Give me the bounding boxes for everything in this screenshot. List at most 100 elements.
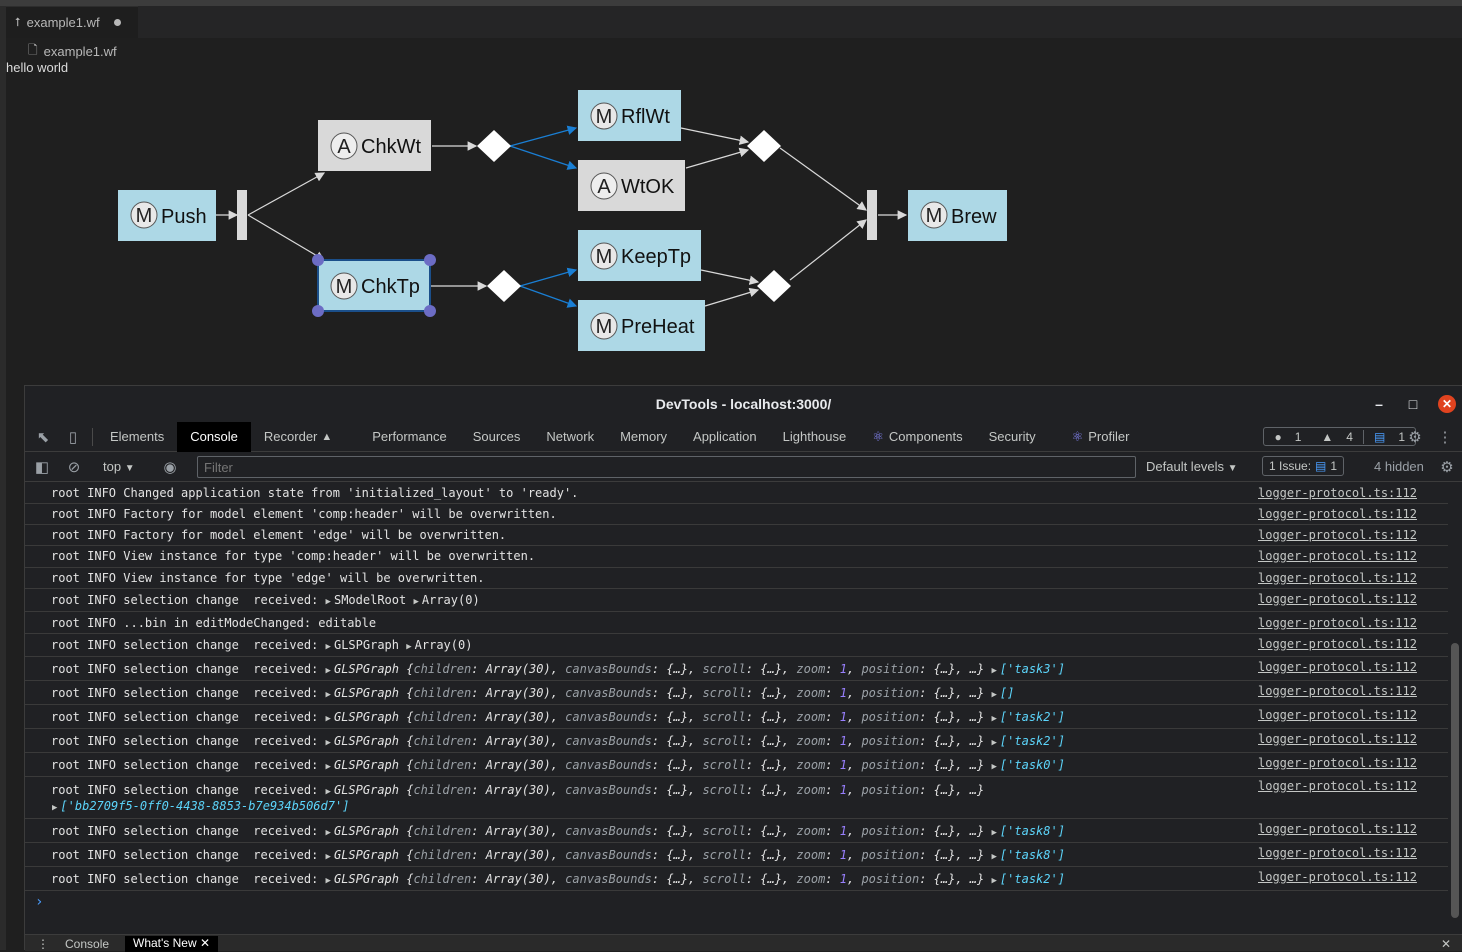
expand-triangle-icon[interactable]: ▶ <box>325 876 331 886</box>
issues-button[interactable]: 1 Issue:▤1 <box>1262 456 1345 476</box>
edge-merge-join-bottom[interactable] <box>789 219 867 281</box>
expand-triangle-icon[interactable]: ▶ <box>406 642 412 652</box>
workflow-diagram[interactable]: M Push A ChkWt M ChkTp M RflWt A WtOK M … <box>0 80 1040 370</box>
tab-security[interactable]: Security <box>988 429 1036 444</box>
task-node-wtok[interactable]: A WtOK <box>578 160 685 211</box>
log-source-link[interactable]: logger-protocol.ts:112 <box>1258 486 1417 500</box>
task-node-preheat[interactable]: M PreHeat <box>578 300 705 351</box>
maximize-icon[interactable]: □ <box>1408 396 1418 412</box>
tab-elements[interactable]: Elements <box>110 429 165 444</box>
expand-triangle-icon[interactable]: ▶ <box>325 787 331 797</box>
settings-icon[interactable]: ⚙ <box>1408 429 1422 446</box>
inspect-element-icon[interactable]: ⬉ <box>36 428 50 446</box>
edge-decision-preheat[interactable] <box>519 285 578 308</box>
edge-decision-keeptp[interactable] <box>519 267 578 287</box>
log-source-link[interactable]: logger-protocol.ts:112 <box>1258 732 1417 746</box>
tab-performance[interactable]: Performance <box>372 429 447 444</box>
expand-triangle-icon[interactable]: ▶ <box>991 828 997 838</box>
task-node-chktp[interactable]: M ChkTp <box>312 254 436 317</box>
edge-merge-join-top[interactable] <box>779 147 867 211</box>
breadcrumb-file[interactable]: example1.wf <box>43 44 117 59</box>
expand-triangle-icon[interactable]: ▶ <box>991 876 997 886</box>
expand-triangle-icon[interactable]: ▶ <box>991 714 997 724</box>
expand-triangle-icon[interactable]: ▶ <box>325 714 331 724</box>
edge-rflwt-merge[interactable] <box>680 127 750 145</box>
tab-lighthouse[interactable]: Lighthouse <box>782 429 847 444</box>
log-source-link[interactable]: logger-protocol.ts:112 <box>1258 616 1417 630</box>
fork-node[interactable] <box>237 190 247 240</box>
devtools-titlebar[interactable]: DevTools - localhost:3000/ – □ ✕ <box>25 386 1462 422</box>
edge-fork-chkwt[interactable] <box>247 172 326 216</box>
tab-profiler[interactable]: ⚛Profiler <box>1059 422 1143 452</box>
log-source-link[interactable]: logger-protocol.ts:112 <box>1258 684 1417 698</box>
console-scrollbar[interactable] <box>1448 483 1462 923</box>
drawer-tab-whats-new[interactable]: What's New ✕ <box>125 936 219 952</box>
log-source-link[interactable]: logger-protocol.ts:112 <box>1258 528 1417 542</box>
expand-triangle-icon[interactable]: ▶ <box>991 690 997 700</box>
context-selector[interactable]: top ▼ <box>103 459 135 474</box>
log-source-link[interactable]: logger-protocol.ts:112 <box>1258 571 1417 585</box>
close-drawer-icon[interactable]: ✕ <box>1440 937 1451 951</box>
console-log[interactable]: root INFO Changed application state from… <box>25 483 1449 923</box>
log-source-link[interactable]: logger-protocol.ts:112 <box>1258 846 1417 860</box>
close-icon[interactable]: ✕ <box>199 936 211 950</box>
join-node[interactable] <box>867 190 877 240</box>
expand-triangle-icon[interactable]: ▶ <box>325 690 331 700</box>
task-node-keeptp[interactable]: M KeepTp <box>578 230 701 281</box>
log-source-link[interactable]: logger-protocol.ts:112 <box>1258 507 1417 521</box>
tab-recorder[interactable]: Recorder▲ <box>251 422 345 452</box>
log-source-link[interactable]: logger-protocol.ts:112 <box>1258 660 1417 674</box>
console-prompt-icon[interactable]: › <box>35 894 44 910</box>
expand-triangle-icon[interactable]: ▶ <box>325 597 331 607</box>
log-source-link[interactable]: logger-protocol.ts:112 <box>1258 592 1417 606</box>
task-node-push[interactable]: M Push <box>118 190 216 241</box>
edge-decision-rflwt[interactable] <box>509 125 578 147</box>
close-icon[interactable]: ✕ <box>1438 395 1456 413</box>
tab-memory[interactable]: Memory <box>620 429 668 444</box>
expand-triangle-icon[interactable]: ▶ <box>413 597 419 607</box>
devtools-window[interactable]: DevTools - localhost:3000/ – □ ✕ ⬉ ▯ Ele… <box>24 385 1462 952</box>
edge-keeptp-merge[interactable] <box>700 269 760 285</box>
edge-fork-chktp[interactable] <box>247 214 326 261</box>
log-source-link[interactable]: logger-protocol.ts:112 <box>1258 708 1417 722</box>
resize-handle[interactable] <box>424 305 436 317</box>
tab-network[interactable]: Network <box>546 429 595 444</box>
device-toolbar-icon[interactable]: ▯ <box>68 428 78 446</box>
merge-node-bottom[interactable] <box>757 270 791 302</box>
editor-tab[interactable]: ⭡ example1.wf <box>6 6 138 38</box>
edge-decision-wtok[interactable] <box>509 145 578 170</box>
unsaved-dot-icon[interactable] <box>113 19 121 26</box>
expand-triangle-icon[interactable]: ▶ <box>325 828 331 838</box>
resize-handle[interactable] <box>312 305 324 317</box>
expand-triangle-icon[interactable]: ▶ <box>325 762 331 772</box>
log-source-link[interactable]: logger-protocol.ts:112 <box>1258 756 1417 770</box>
decision-node-top[interactable] <box>477 130 511 162</box>
tab-components[interactable]: ⚛Components <box>859 422 975 452</box>
scrollbar-thumb[interactable] <box>1451 643 1459 918</box>
filter-input[interactable] <box>197 456 1136 478</box>
expand-triangle-icon[interactable]: ▶ <box>325 666 331 676</box>
resize-handle[interactable] <box>312 254 324 266</box>
decision-node-bottom[interactable] <box>487 270 521 302</box>
log-source-link[interactable]: logger-protocol.ts:112 <box>1258 870 1417 884</box>
live-expression-eye-icon[interactable]: ◉ <box>163 459 177 476</box>
tab-sources[interactable]: Sources <box>472 429 521 444</box>
tab-application[interactable]: Application <box>693 429 757 444</box>
minimize-icon[interactable]: – <box>1375 396 1383 412</box>
log-source-link[interactable]: logger-protocol.ts:112 <box>1258 822 1417 836</box>
expand-triangle-icon[interactable]: ▶ <box>991 762 997 772</box>
drawer-menu-icon[interactable]: ⋮ <box>37 937 49 951</box>
tab-console[interactable]: Console <box>177 421 251 452</box>
breadcrumb[interactable]: 🗋 example1.wf <box>28 41 117 62</box>
edge-preheat-merge[interactable] <box>704 287 760 307</box>
log-source-link[interactable]: logger-protocol.ts:112 <box>1258 549 1417 563</box>
task-node-rflwt[interactable]: M RflWt <box>578 90 681 141</box>
console-settings-icon[interactable]: ⚙ <box>1440 459 1454 476</box>
expand-triangle-icon[interactable]: ▶ <box>991 852 997 862</box>
task-node-brew[interactable]: M Brew <box>908 190 1007 241</box>
expand-triangle-icon[interactable]: ▶ <box>52 803 58 813</box>
expand-triangle-icon[interactable]: ▶ <box>325 852 331 862</box>
log-source-link[interactable]: logger-protocol.ts:112 <box>1258 779 1417 793</box>
clear-console-icon[interactable]: ⊘ <box>67 459 81 476</box>
merge-node-top[interactable] <box>747 130 781 162</box>
